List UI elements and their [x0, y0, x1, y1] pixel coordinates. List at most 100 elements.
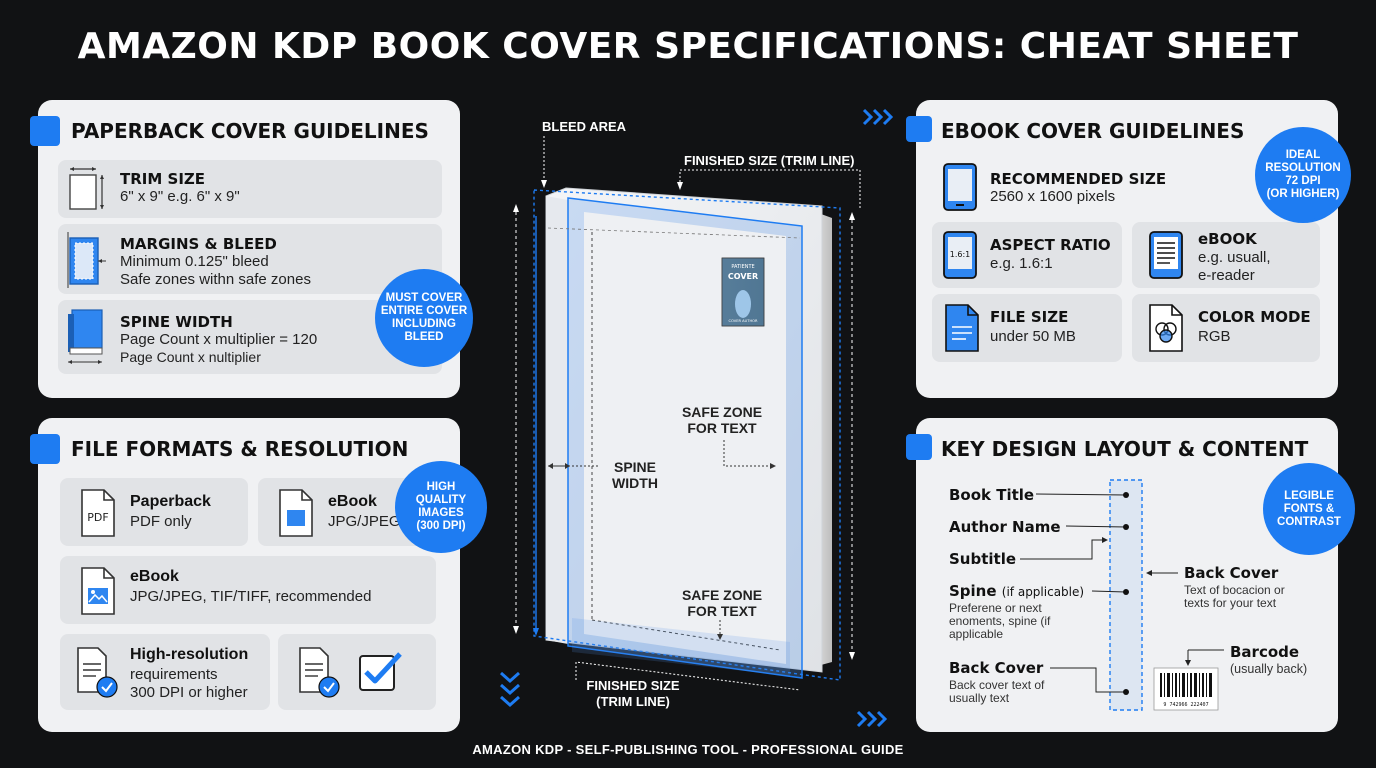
aspect-icon-text: 1.6:1 [950, 250, 971, 259]
spine-width-label: SPINE WIDTH [602, 459, 668, 491]
image-file-icon [81, 567, 115, 615]
trim-size-icon [69, 167, 104, 210]
back-cover-left-description: Back cover text of usually text [949, 679, 1044, 705]
color-mode-text: RGB [1198, 328, 1231, 345]
badge-line: HIGH [426, 481, 456, 493]
badge-line: LEGIBLE [1284, 489, 1334, 502]
finished-size-top-label: FINISHED SIZE (TRIM LINE) [684, 153, 855, 168]
badge-line: ENTIRE COVER [380, 305, 468, 317]
color-mode-heading: COLOR MODE [1198, 308, 1311, 326]
must-cover-badge: MUST COVER ENTIRE COVER INCLUDING BLEED [378, 272, 470, 364]
badge-line: INCLUDING [392, 318, 456, 330]
safe-zone-label-2: SAFE ZONE FOR TEXT [672, 587, 772, 619]
ebook-format-line2: e-reader [1198, 267, 1255, 284]
margins-line2: Safe zones withn safe zones [120, 271, 311, 288]
badge-line: (300 DPI) [416, 520, 466, 532]
paperback-format-heading: Paperback [130, 493, 211, 510]
bleed-margin-icon [67, 232, 106, 288]
section-marker-icon [906, 434, 932, 460]
ebook-format-heading: eBook [328, 493, 377, 510]
hires-line2: 300 DPI or higher [130, 684, 248, 701]
trim-size-heading: TRIM SIZE [120, 170, 206, 188]
paperback-title: PAPERBACK COVER GUIDELINES [71, 119, 429, 143]
spine-line1: Page Count x multiplier = 120 [120, 331, 318, 348]
ebook-file-icon [279, 489, 313, 537]
file-icon [945, 304, 979, 352]
mini-cover-title2: COVER [728, 272, 758, 281]
book-title-label: Book Title [949, 486, 1035, 504]
margins-heading: MARGINS & BLEED [120, 235, 277, 253]
high-quality-badge: HIGH QUALITY IMAGES (300 DPI) [398, 464, 484, 550]
bleed-area-label: BLEED AREA [542, 119, 627, 134]
back-cover-desc-line: Back cover text of [949, 678, 1045, 692]
author-name-label: Author Name [949, 518, 1061, 536]
chevron-right-icon [856, 710, 888, 728]
paperback-panel: PAPERBACK COVER GUIDELINES TRIM SIZE 6" … [30, 100, 460, 398]
badge-line: MUST COVER [385, 292, 463, 304]
ebook-format-card: eBOOK e.g. usuall, e-reader [1132, 222, 1320, 288]
spine-line2: Page Count x nultiplier [120, 349, 261, 365]
layout-diagram: 9 742966 222407 [1020, 479, 1224, 711]
safe-zone-line: SAFE ZONE [681, 404, 763, 420]
color-mode-icon [1149, 304, 1183, 352]
ebook-format-heading: eBOOK [1198, 230, 1257, 248]
ebook-formats-card: eBook JPG/JPEG, TIF/TIFF, recommended [60, 556, 436, 624]
safe-zone-line: SAFE ZONE [681, 587, 763, 603]
tablet-icon [943, 163, 977, 211]
barcode-digits: 9 742966 222407 [1163, 702, 1208, 708]
section-marker-icon [30, 434, 60, 464]
barcode-label: Barcode [1230, 643, 1300, 661]
back-cover-right-description: Text of bocacion or texts for your text [1184, 584, 1285, 610]
spine-width-line: SPINE [613, 459, 656, 475]
trim-size-card: TRIM SIZE 6" x 9" e.g. 6" x 9" [58, 160, 442, 218]
key-design-title: KEY DESIGN LAYOUT & CONTENT [941, 437, 1309, 461]
back-cover-desc-line: usually text [949, 691, 1010, 705]
spine-label: Spine (if applicable) [949, 582, 1084, 600]
ebook-title: EBOOK COVER GUIDELINES [941, 119, 1245, 143]
mini-cover-author: COVER AUTHOR [729, 319, 758, 323]
pdf-icon-text: PDF [87, 511, 108, 524]
finished-size-line: FINISHED SIZE [586, 678, 680, 693]
chevron-right-icon [862, 108, 894, 126]
aspect-ratio-card: 1.6:1 ASPECT RATIO e.g. 1.6:1 [932, 222, 1122, 288]
file-formats-panel: FILE FORMATS & RESOLUTION PDF Paperback … [30, 418, 460, 732]
back-cover-right-label: Back Cover [1184, 564, 1279, 582]
spine-desc-line: Preferene or next [949, 601, 1042, 615]
book-spine-icon [68, 309, 103, 364]
safe-zone-line: FOR TEXT [687, 420, 757, 436]
section-marker-icon [906, 116, 932, 142]
safe-zone-line: FOR TEXT [687, 603, 757, 619]
recommended-size-text: 2560 x 1600 pixels [990, 188, 1116, 205]
checkbox-icon [359, 652, 402, 691]
margins-card: MARGINS & BLEED Minimum 0.125" bleed Saf… [58, 224, 442, 294]
badge-line: (OR HIGHER) [1266, 188, 1340, 200]
ereader-icon [1149, 231, 1183, 279]
badge-line: RESOLUTION [1265, 162, 1341, 174]
document-check-icon [77, 647, 118, 698]
badge-line: IMAGES [418, 507, 464, 519]
back-cover-left-label: Back Cover [949, 659, 1044, 677]
badge-line: FONTS & [1283, 502, 1335, 515]
key-design-panel: KEY DESIGN LAYOUT & CONTENT 9 742966 222… [906, 418, 1338, 732]
color-mode-card: COLOR MODE RGB [1132, 294, 1320, 362]
finished-size-line: (TRIM LINE) [596, 694, 670, 709]
document-check-icon [299, 647, 340, 698]
file-size-heading: FILE SIZE [990, 308, 1069, 326]
spine-description: Preferene or next enoments, spine (if ap… [949, 602, 1050, 641]
safe-zone-label-1: SAFE ZONE FOR TEXT [672, 404, 772, 436]
margins-line1: Minimum 0.125" bleed [120, 253, 269, 270]
badge-line: BLEED [404, 331, 444, 343]
barcode-note: (usually back) [1230, 662, 1308, 676]
section-marker-icon [30, 116, 60, 146]
badge-line: CONTRAST [1277, 515, 1341, 528]
back-cover-desc-line: Text of bocacion or [1184, 583, 1285, 597]
file-size-card: FILE SIZE under 50 MB [932, 294, 1122, 362]
hires-heading: High-resolution [130, 646, 249, 663]
page-title: AMAZON KDP BOOK COVER SPECIFICATIONS: CH… [77, 26, 1299, 67]
spine-desc-line: enoments, spine (if [949, 614, 1051, 628]
ebook-format-line1: e.g. usuall, [1198, 249, 1271, 266]
back-cover-desc-line: texts for your text [1184, 596, 1277, 610]
checklist-card [278, 634, 436, 710]
file-size-text: under 50 MB [990, 328, 1076, 345]
ebook-format-text: JPG/JPEG [328, 513, 401, 530]
